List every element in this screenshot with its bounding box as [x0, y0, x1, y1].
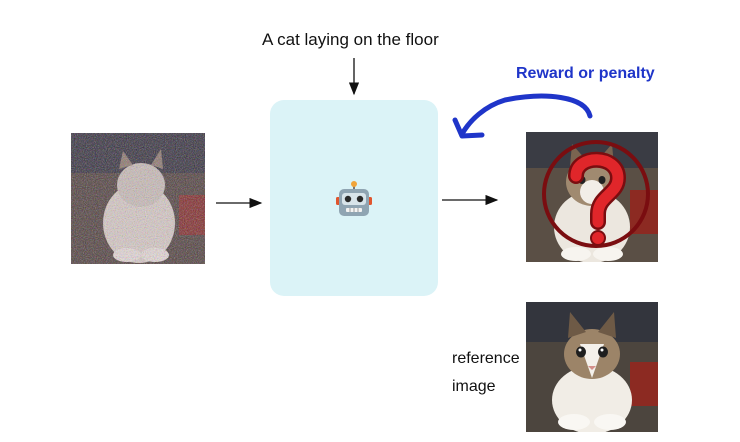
feedback-arrow: [459, 93, 593, 137]
question-mark-icon: [568, 151, 627, 246]
feedback-arrowhead: [452, 117, 485, 139]
reference-label-line1: reference: [452, 350, 520, 367]
uncertainty-circle: [542, 140, 650, 248]
reference-label-line2: image: [452, 378, 496, 395]
generated-output-image: [526, 132, 658, 262]
reference-image: [526, 302, 658, 432]
prompt-text: A cat laying on the floor: [262, 30, 439, 49]
noisy-input-image: [71, 133, 205, 264]
feedback-label: Reward or penalty: [516, 65, 655, 82]
robot-icon: [336, 181, 372, 216]
